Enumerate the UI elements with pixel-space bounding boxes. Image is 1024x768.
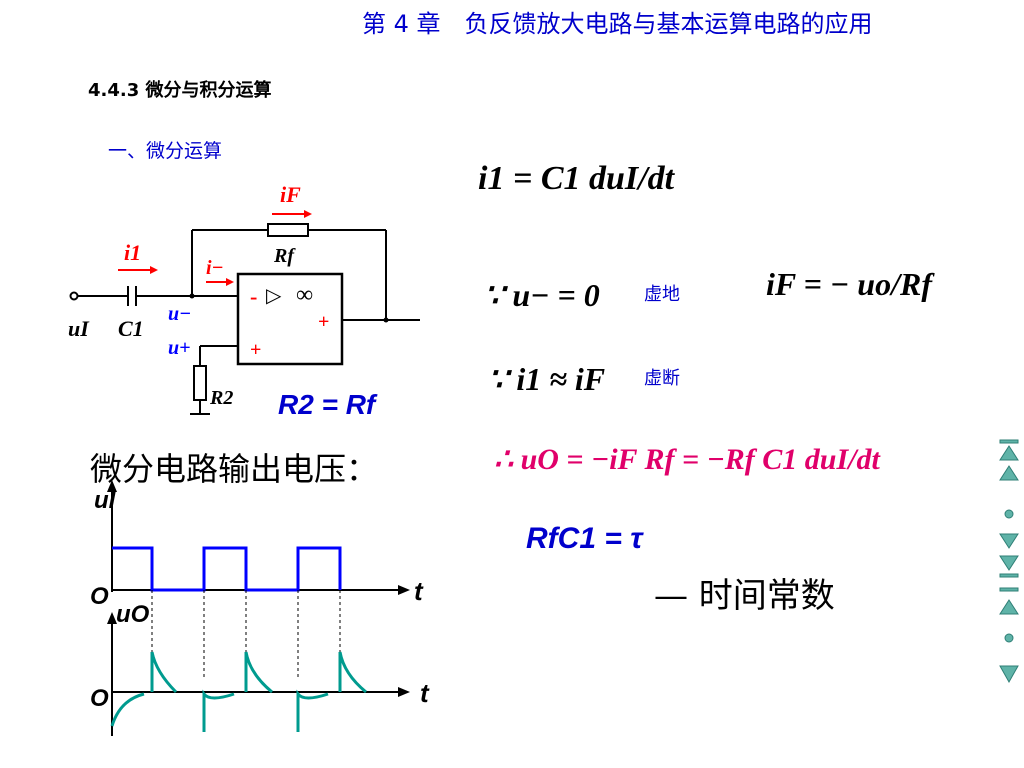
i1-label: i1 [124,240,141,265]
iminus-label: i− [206,257,224,279]
note-virtual-ground: 虚地 [644,284,680,305]
iF-label: iF [280,182,301,207]
equation-output: ∴ uO = −iF Rf = −Rf C1 duI/dt [494,443,880,476]
waveform-heading: 微分电路输出电压： [90,450,379,488]
uI-axis-label: uI [94,487,117,514]
infinity-symbol: ∞ [296,282,313,308]
time-constant-label: — 时间常数 [654,576,835,616]
waveform-plot: uI O t uO O t [90,480,430,736]
section-title: 4.4.3 微分与积分运算 [88,80,272,101]
opamp-triangle: ▷ [266,285,282,307]
R2-label: R2 [209,387,233,409]
prev-icon[interactable] [999,465,1019,481]
slide-navigation [999,439,1019,684]
first-icon[interactable] [999,439,1019,461]
origin-upper: O [90,583,109,610]
equation-iF: iF = − uo/Rf [766,266,932,302]
note-virtual-open: 虚断 [644,368,680,389]
equation-virtual-ground: ∵ u− = 0 [484,277,600,313]
minus-sign: - [250,284,257,309]
last-icon[interactable] [999,555,1019,578]
prev-icon[interactable] [999,599,1019,615]
C1-label: C1 [118,316,144,341]
equation-tau: RfC1 = τ [526,522,643,555]
uminus-label: u− [168,303,191,325]
equation-i1: i1 = C1 duI/dt [478,160,675,197]
origin-lower: O [90,685,109,712]
uI-label: uI [68,316,90,341]
t-axis-lower: t [420,678,430,708]
uplus-label: u+ [168,337,191,359]
next-icon[interactable] [999,533,1019,549]
plus-output-sign: + [318,311,329,333]
uO-axis-label: uO [116,601,150,628]
differentiator-circuit: iF Rf i1 i− - ▷ ∞ + + uI C1 u− u+ R2 uO … [68,182,420,420]
chapter-title: 第 4 章 负反馈放大电路与基本运算电路的应用 [362,10,873,38]
first-icon[interactable] [999,587,1019,592]
Rf-label: Rf [273,245,296,267]
dot-icon[interactable] [1004,633,1014,643]
next-icon[interactable] [999,665,1019,684]
t-axis-upper: t [414,576,424,606]
plus-input-sign: + [250,339,261,361]
r2-equals-rf: R2 = Rf [278,389,378,420]
dot-icon[interactable] [1004,509,1014,519]
subsection-title: 一、微分运算 [108,140,223,162]
equation-virtual-open: ∵ i1 ≈ iF [488,361,606,397]
